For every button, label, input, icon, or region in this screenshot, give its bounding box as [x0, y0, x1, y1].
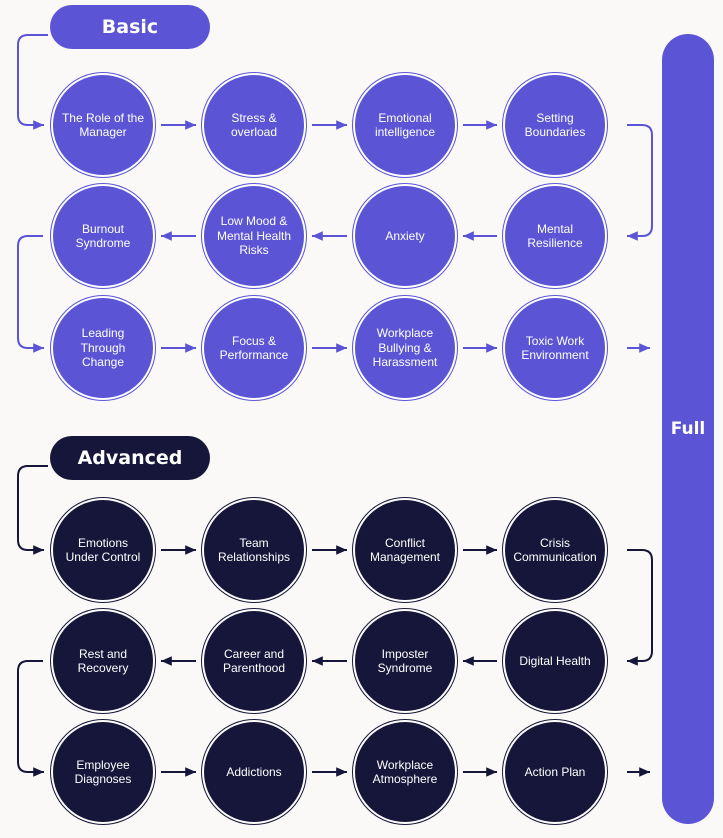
module-label: Emotional intelligence	[374, 110, 436, 139]
module-label: Team Relationships	[217, 535, 291, 564]
module-label: Low Mood & Mental Health Risks	[216, 214, 292, 258]
module-label: Action Plan	[524, 764, 586, 779]
turn-connector	[17, 235, 44, 353]
turn-connector	[17, 660, 44, 777]
advanced-module-node: Action Plan	[505, 722, 605, 822]
advanced-module-node: Crisis Communication	[505, 500, 605, 600]
advanced-module-node: Imposter Syndrome	[355, 611, 455, 711]
module-label: Crisis Communication	[513, 535, 597, 564]
basic-module-node: Anxiety	[355, 186, 455, 286]
module-label: Burnout Syndrome	[75, 221, 131, 250]
entry-connector	[17, 465, 48, 555]
module-label: Leading Through Change	[80, 326, 126, 370]
module-label: Focus & Performance	[219, 333, 289, 362]
module-label: Career and Parenthood	[222, 646, 286, 675]
advanced-label: Advanced	[50, 436, 210, 480]
turn-connector	[627, 549, 653, 666]
basic-module-node: Mental Resilience	[505, 186, 605, 286]
advanced-module-node: Emotions Under Control	[53, 500, 153, 600]
module-label: The Role of the Manager	[61, 110, 145, 139]
basic-module-node: The Role of the Manager	[53, 75, 153, 175]
module-label: Addictions	[226, 764, 282, 779]
basic-module-node: Emotional intelligence	[355, 75, 455, 175]
full-bar: Full	[662, 34, 714, 824]
module-label: Setting Boundaries	[524, 110, 586, 139]
basic-module-node: Stress & overload	[204, 75, 304, 175]
module-label: Stress & overload	[230, 110, 278, 139]
basic-module-node: Leading Through Change	[53, 298, 153, 398]
module-label: Rest and Recovery	[77, 646, 129, 675]
advanced-module-node: Employee Diagnoses	[53, 722, 153, 822]
advanced-module-node: Team Relationships	[204, 500, 304, 600]
basic-module-node: Workplace Bullying & Harassment	[355, 298, 455, 398]
basic-label: Basic	[50, 5, 210, 49]
module-label: Employee Diagnoses	[74, 757, 132, 786]
advanced-module-node: Addictions	[204, 722, 304, 822]
module-label: Workplace Bullying & Harassment	[372, 326, 438, 370]
module-label: Digital Health	[519, 653, 591, 668]
basic-module-node: Burnout Syndrome	[53, 186, 153, 286]
module-label: Emotions Under Control	[65, 535, 141, 564]
basic-module-node: Setting Boundaries	[505, 75, 605, 175]
advanced-module-node: Career and Parenthood	[204, 611, 304, 711]
basic-module-node: Low Mood & Mental Health Risks	[204, 186, 304, 286]
advanced-module-node: Rest and Recovery	[53, 611, 153, 711]
advanced-module-node: Workplace Atmosphere	[355, 722, 455, 822]
module-label: Imposter Syndrome	[377, 646, 433, 675]
advanced-module-node: Digital Health	[505, 611, 605, 711]
turn-connector	[627, 124, 653, 241]
basic-module-node: Toxic Work Environment	[505, 298, 605, 398]
module-label: Workplace Atmosphere	[372, 757, 438, 786]
module-label: Anxiety	[385, 228, 425, 243]
module-label: Conflict Management	[369, 535, 441, 564]
module-label: Mental Resilience	[527, 221, 583, 250]
advanced-module-node: Conflict Management	[355, 500, 455, 600]
basic-module-node: Focus & Performance	[204, 298, 304, 398]
module-label: Toxic Work Environment	[521, 333, 589, 362]
entry-connector	[17, 34, 48, 130]
full-label: Full	[670, 419, 706, 439]
